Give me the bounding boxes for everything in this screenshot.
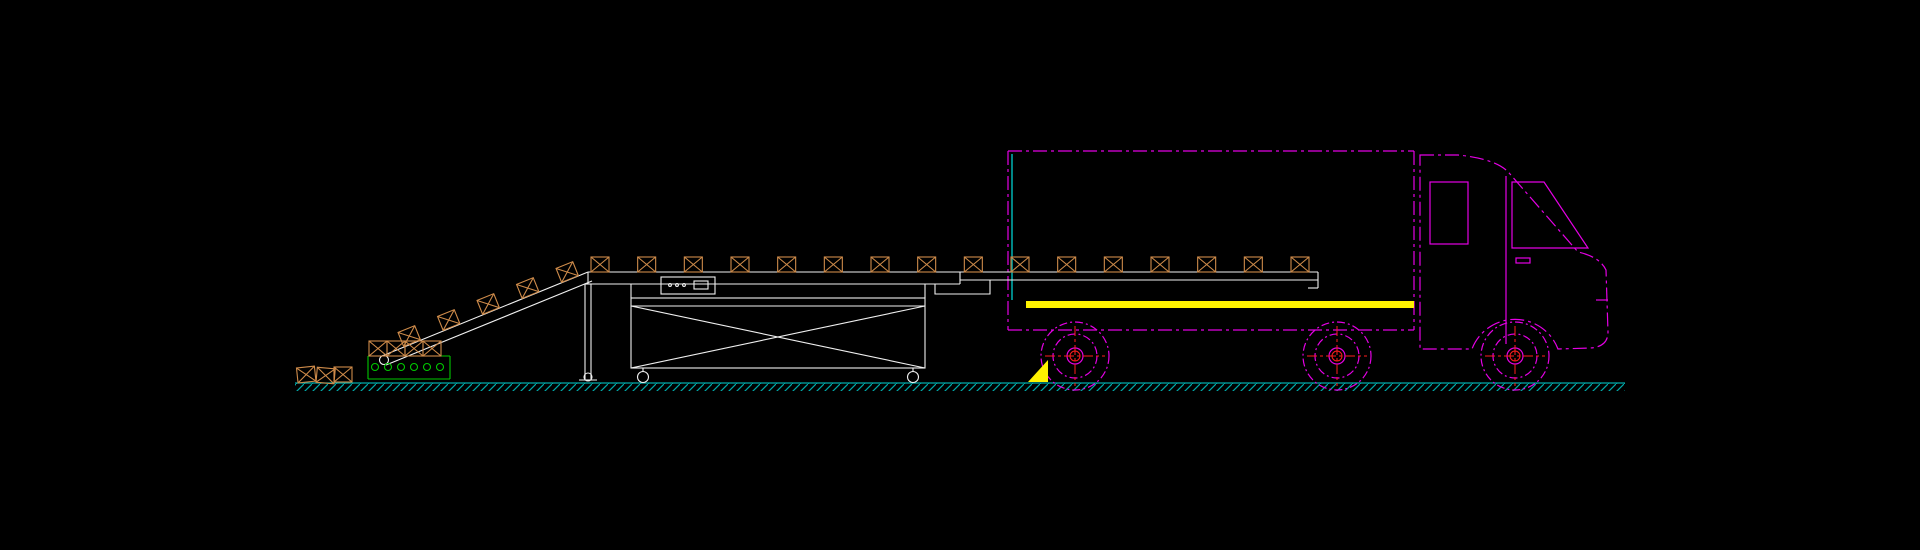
package: [1197, 256, 1217, 273]
packages-horizontal: [590, 256, 1310, 273]
package: [555, 261, 580, 284]
caster-wheels: [636, 368, 920, 384]
truck-cargo-box: [1007, 150, 1415, 331]
machine-base-frame: [630, 284, 926, 369]
truck-wheels: [1040, 321, 1550, 391]
support-post: [579, 283, 597, 382]
package: [368, 340, 388, 357]
package: [777, 256, 797, 273]
package: [683, 256, 703, 273]
frame-cross-brace: [630, 305, 926, 369]
conveyor-boom: [587, 271, 1319, 289]
package: [476, 293, 501, 316]
platform-roller: [409, 362, 419, 372]
truck-cab: [1419, 154, 1609, 350]
control-box: [660, 276, 716, 295]
truck-side-stripe: [1026, 301, 1414, 308]
truck-wheel: [1302, 321, 1372, 391]
package: [730, 256, 750, 273]
truck-wheel: [1480, 321, 1550, 391]
telescopic-belt-conveyor: [378, 271, 1319, 384]
cab-rear-window: [1429, 181, 1469, 245]
package: [963, 256, 983, 273]
package: [870, 256, 890, 273]
package: [1150, 256, 1170, 273]
package: [515, 277, 540, 300]
package: [436, 309, 461, 332]
platform-roller: [396, 362, 406, 372]
package: [1057, 256, 1077, 273]
wheel-chock: [1028, 360, 1048, 382]
cab-door-handle: [1515, 257, 1531, 264]
package: [1010, 256, 1030, 273]
package: [1290, 256, 1310, 273]
boom-carriage: [934, 280, 991, 295]
cab-outline: [1419, 154, 1609, 350]
package: [386, 340, 406, 357]
platform-roller: [383, 362, 393, 372]
package: [637, 256, 657, 273]
package: [590, 256, 610, 273]
truck: [1007, 150, 1609, 391]
truck-wheel: [1040, 321, 1110, 391]
package: [422, 340, 442, 357]
ground-hatch: [295, 382, 1625, 391]
package: [333, 366, 353, 383]
roller-platform: [367, 355, 451, 380]
package: [823, 256, 843, 273]
package: [397, 325, 422, 348]
cab-door-window: [1511, 181, 1590, 249]
packages-ground: [295, 340, 442, 385]
platform-roller: [435, 362, 445, 372]
package: [315, 366, 336, 385]
package: [917, 256, 937, 273]
package: [1243, 256, 1263, 273]
platform-roller: [370, 362, 380, 372]
package: [295, 365, 317, 384]
platform-roller: [422, 362, 432, 372]
ground-hatch-band: [295, 383, 1625, 391]
package: [1103, 256, 1123, 273]
packages-incline: [397, 261, 580, 348]
